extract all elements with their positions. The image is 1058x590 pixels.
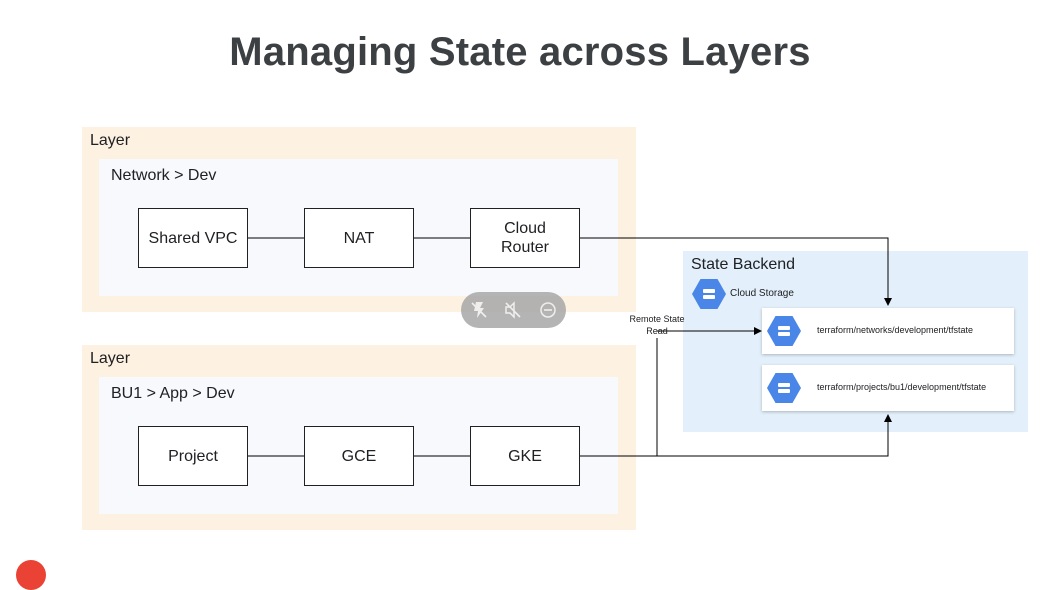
node-gke: GKE [470, 426, 580, 486]
cloud-storage-icon [767, 373, 801, 403]
presenter-avatar [16, 560, 46, 590]
node-shared-vpc: Shared VPC [138, 208, 248, 268]
state-backend: State Backend Cloud Storage terraform/ne… [683, 251, 1028, 432]
node-gce: GCE [304, 426, 414, 486]
node-project: Project [138, 426, 248, 486]
state-file-card: terraform/networks/development/tfstate [762, 308, 1014, 354]
state-backend-label: State Backend [691, 256, 796, 273]
environment-label: Network > Dev [111, 167, 217, 184]
cloud-storage-label: Cloud Storage [730, 288, 794, 299]
state-write-arrow [579, 237, 892, 306]
connector-lines [247, 237, 892, 457]
state-file-path: terraform/networks/development/tfstate [817, 325, 974, 335]
minus-circle-icon[interactable] [537, 299, 559, 321]
cloud-storage-icon [692, 279, 726, 309]
volume-off-icon[interactable] [502, 299, 524, 321]
state-write-arrow [579, 414, 892, 457]
flash-off-icon[interactable] [468, 299, 490, 321]
layer-label: Layer [90, 350, 131, 367]
slide-title: Managing State across Layers [229, 30, 811, 74]
node-cloud-router: Cloud Router [470, 208, 580, 268]
environment-label: BU1 > App > Dev [111, 385, 235, 402]
state-file-path: terraform/projects/bu1/development/tfsta… [817, 382, 987, 392]
remote-state-read-label: Remote State Read [629, 314, 685, 336]
state-file-card: terraform/projects/bu1/development/tfsta… [762, 365, 1014, 411]
node-nat: NAT [304, 208, 414, 268]
cloud-storage-icon [767, 316, 801, 346]
media-toolbar [461, 292, 566, 328]
layer-label: Layer [90, 132, 131, 149]
